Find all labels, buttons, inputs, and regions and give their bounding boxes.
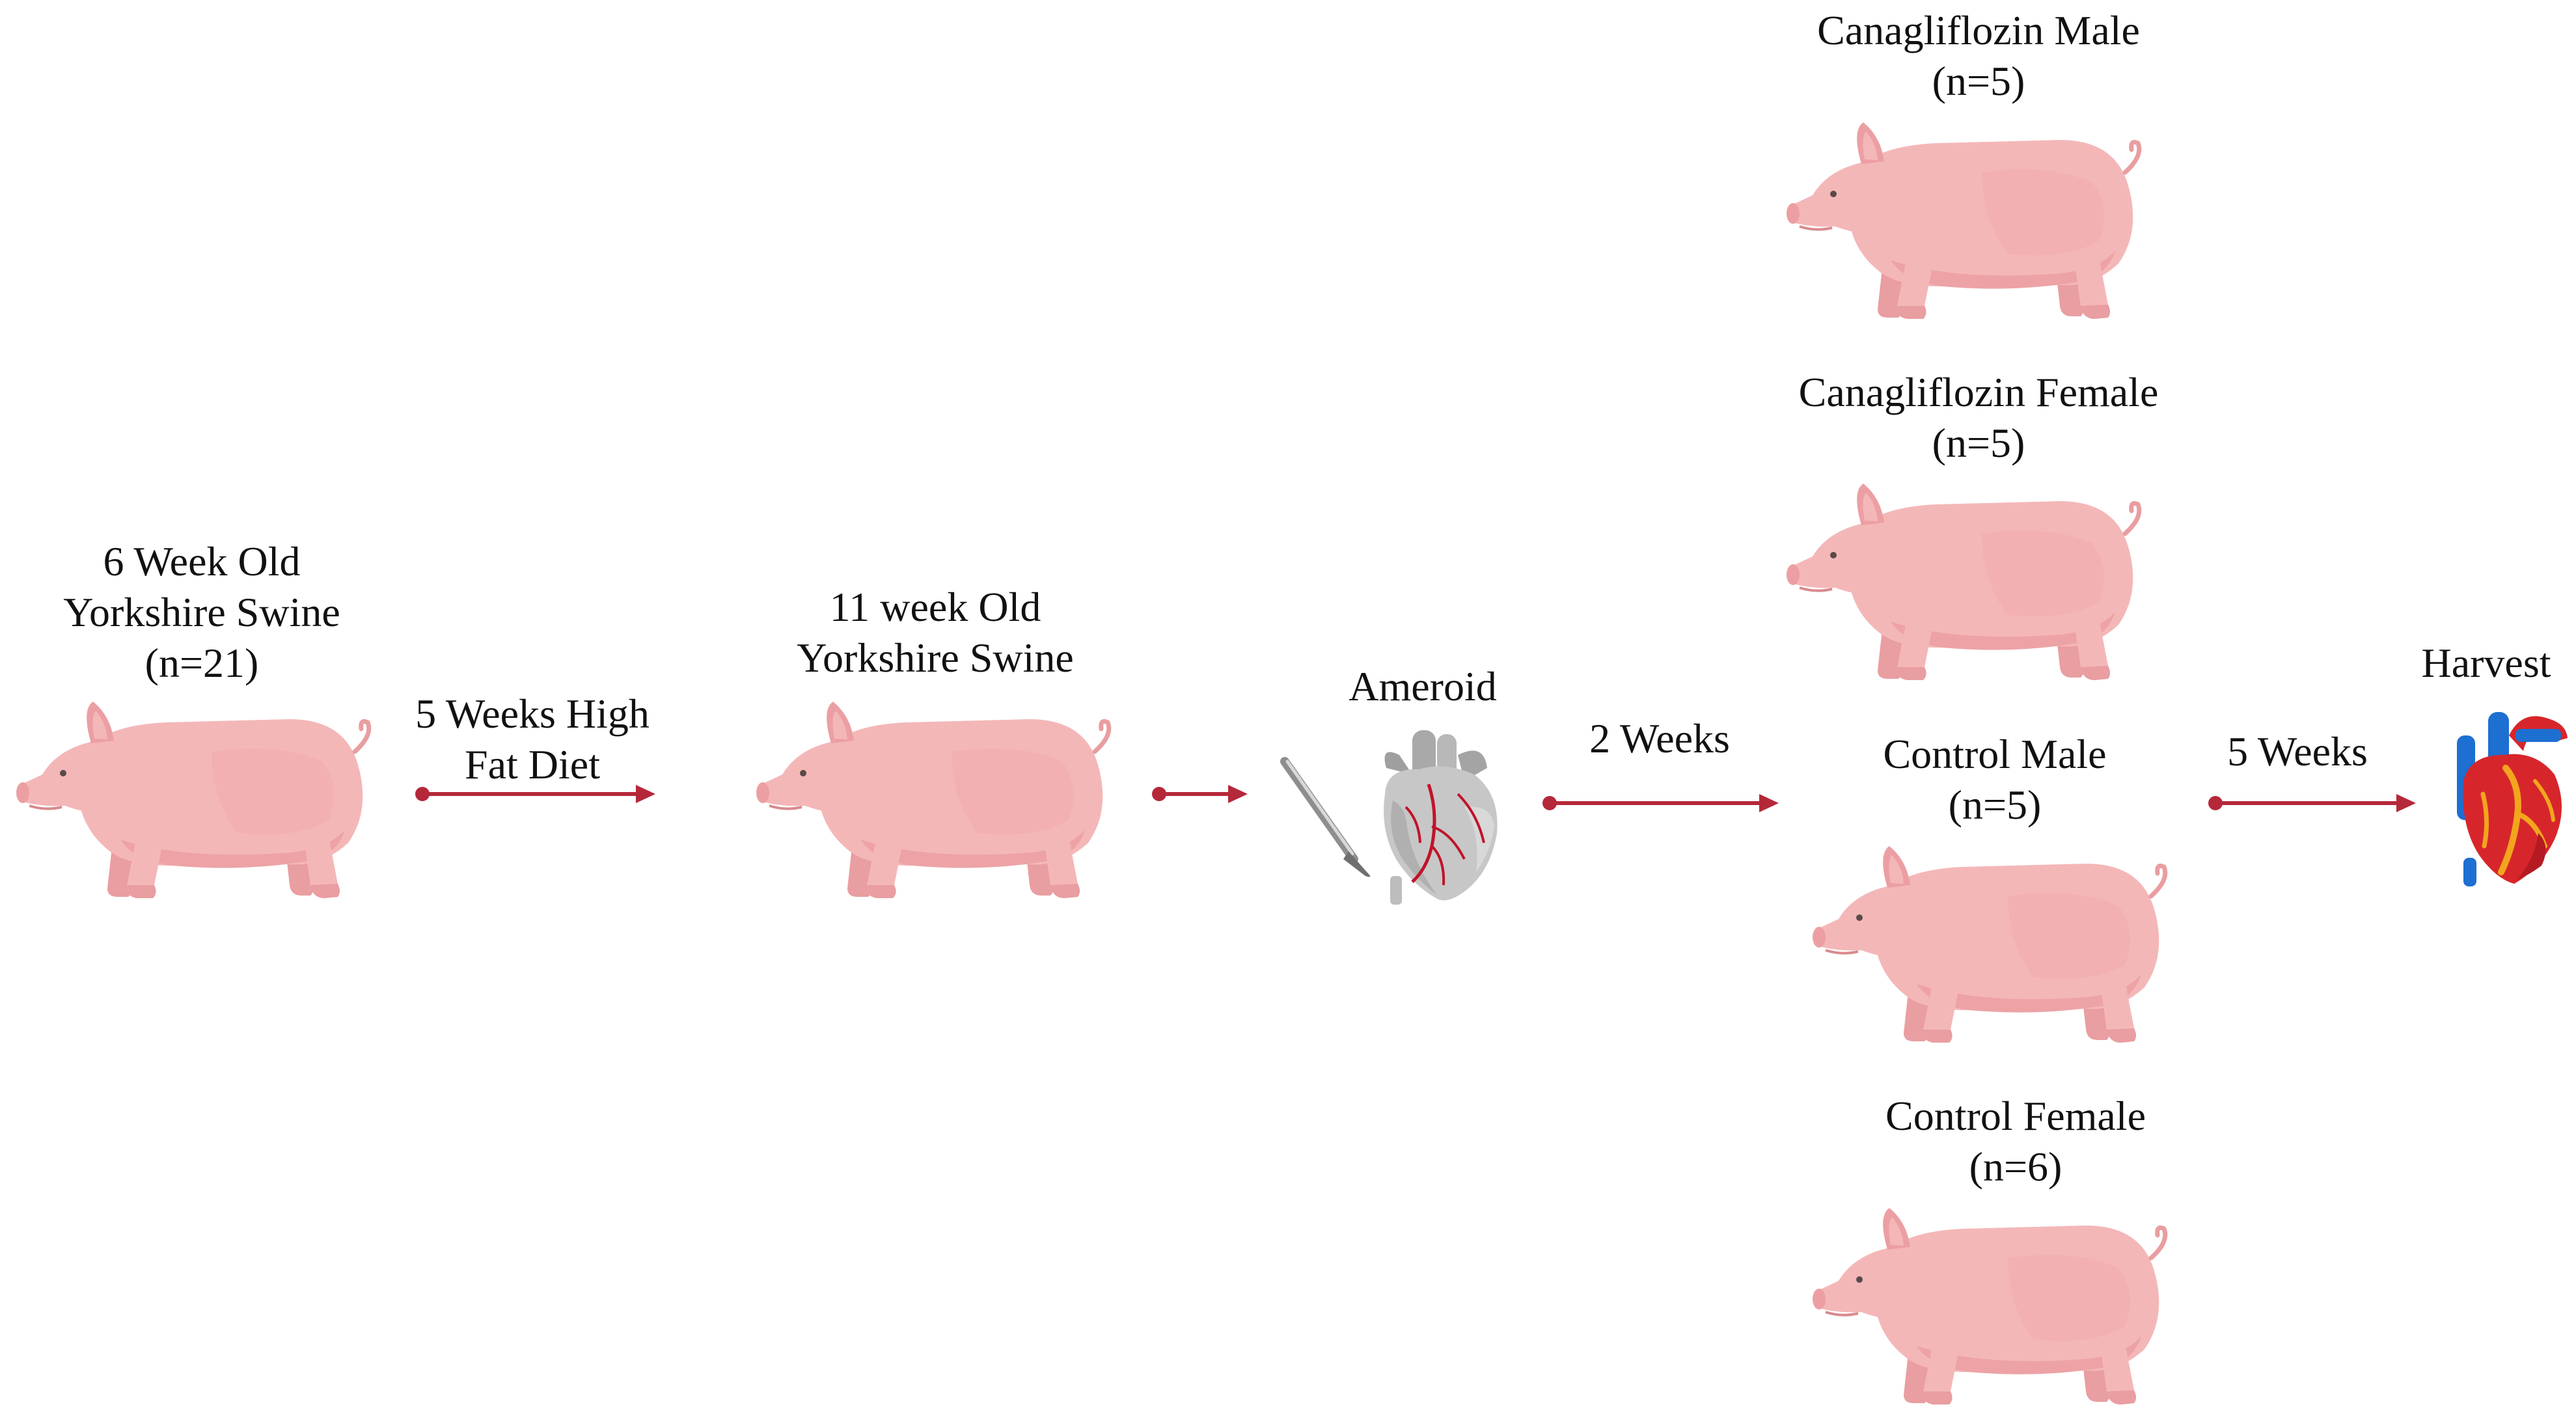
group-control-female-label: Control Female (n=6) bbox=[1885, 1091, 2146, 1192]
arrow-five-weeks bbox=[2208, 794, 2416, 812]
group-count: (n=6) bbox=[1969, 1144, 2062, 1190]
start-stage-line1: 6 Week Old bbox=[103, 538, 301, 584]
diet-line1: 5 Weeks High bbox=[415, 691, 650, 737]
pig-icon bbox=[1813, 1196, 2177, 1411]
anatomical-heart-icon bbox=[2457, 712, 2568, 886]
five-weeks-label: 5 Weeks bbox=[2227, 728, 2368, 774]
start-stage-label: 6 Week Old Yorkshire Swine (n=21) bbox=[63, 536, 340, 689]
start-stage-line3: (n=21) bbox=[144, 640, 259, 686]
two-weeks-label: 2 Weeks bbox=[1589, 715, 1730, 761]
ameroid-label: Ameroid bbox=[1349, 663, 1497, 709]
eleven-week-line2: Yorkshire Swine bbox=[797, 635, 1074, 681]
group-name: Canagliflozin Female bbox=[1798, 369, 2159, 415]
group-name: Control Female bbox=[1885, 1093, 2146, 1139]
diet-line2: Fat Diet bbox=[465, 741, 600, 788]
group-name: Control Male bbox=[1883, 731, 2107, 777]
pig-icon bbox=[16, 690, 381, 905]
eleven-week-line1: 11 week Old bbox=[829, 584, 1041, 630]
harvest-label: Harvest bbox=[2421, 640, 2551, 686]
group-name: Canagliflozin Male bbox=[1817, 7, 2140, 53]
pig-icon bbox=[1787, 111, 2151, 325]
pig-icon bbox=[756, 690, 1121, 905]
arrow-surgery bbox=[1152, 785, 1248, 803]
pig-icon bbox=[1787, 472, 2151, 687]
start-stage-line2: Yorkshire Swine bbox=[63, 589, 340, 635]
arrow-diet bbox=[415, 785, 655, 803]
group-count: (n=5) bbox=[1932, 420, 2025, 466]
scalpel-icon bbox=[1280, 757, 1371, 877]
group-control-male-label: Control Male (n=5) bbox=[1883, 729, 2106, 830]
group-count: (n=5) bbox=[1932, 58, 2025, 104]
pig-icon bbox=[1813, 834, 2177, 1049]
arrow-two-weeks bbox=[1542, 794, 1779, 812]
group-count: (n=5) bbox=[1948, 782, 2042, 828]
group-canagliflozin-male-label: Canagliflozin Male (n=5) bbox=[1817, 5, 2140, 107]
diet-duration-label: 5 Weeks High Fat Diet bbox=[415, 689, 650, 790]
eleven-week-stage-label: 11 week Old Yorkshire Swine bbox=[797, 582, 1074, 683]
group-canagliflozin-female-label: Canagliflozin Female (n=5) bbox=[1799, 367, 2159, 469]
heart-ameroid-icon bbox=[1384, 730, 1498, 905]
